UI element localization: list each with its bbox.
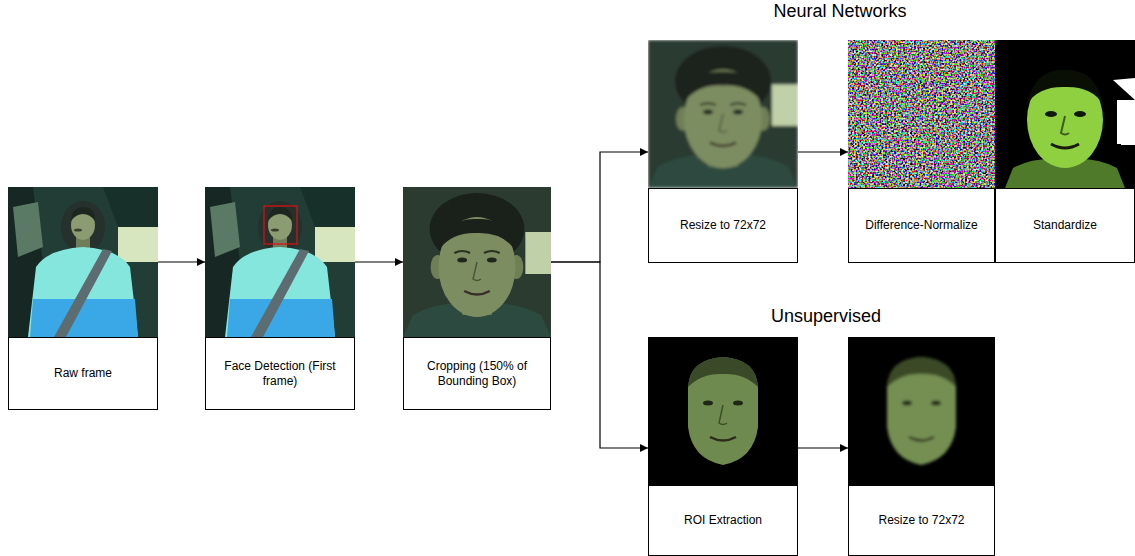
- step-label: ROI Extraction: [684, 513, 762, 528]
- raw-frame-image: [8, 187, 158, 337]
- standardized-ground: [995, 40, 1135, 188]
- caption-box: Raw frame: [8, 337, 158, 410]
- step-label: Cropping (150% of Bounding Box): [412, 359, 542, 389]
- mouth: [909, 437, 934, 441]
- mouth: [1051, 144, 1079, 148]
- roi-hair: [887, 357, 956, 387]
- caption-box: ROI Extraction: [648, 485, 798, 556]
- flow-arrow: [551, 152, 648, 262]
- flow-arrow: [355, 261, 403, 262]
- flow-arrow: [551, 262, 648, 448]
- mouth: [710, 437, 736, 441]
- pipeline-step: ROI Extraction: [648, 337, 798, 556]
- caption-box: Cropping (150% of Bounding Box): [403, 337, 551, 410]
- pipeline-step: Difference-Normalize: [848, 40, 995, 263]
- eye: [931, 401, 941, 406]
- resized-face: [648, 40, 798, 188]
- bright-patch: [1117, 100, 1135, 144]
- pipeline-step: Resize to 72x72: [848, 337, 995, 556]
- nose: [1061, 116, 1069, 135]
- caption-box: Face Detection (First frame): [205, 337, 355, 410]
- pipeline-step: Face Detection (First frame): [205, 187, 355, 410]
- caption-box: Standardize: [995, 188, 1135, 263]
- detection-image: [205, 187, 355, 337]
- hair: [1027, 70, 1103, 104]
- pipeline-step: Resize to 72x72: [648, 40, 798, 263]
- standardized-image: [995, 40, 1135, 188]
- nose: [719, 405, 727, 425]
- step-label: Face Detection (First frame): [214, 359, 346, 389]
- noise-ground: [848, 40, 995, 188]
- flow-arrow: [158, 261, 205, 262]
- resized-image: [648, 40, 798, 188]
- cropped-face: [403, 187, 551, 337]
- face-closeup: [403, 187, 551, 337]
- roi-resized-image: [848, 337, 995, 485]
- pipeline-step: Standardize: [995, 40, 1135, 263]
- bright-patch: [1113, 78, 1135, 145]
- pipeline-step: Raw frame: [8, 187, 158, 410]
- roi-ground: [848, 337, 995, 485]
- eye: [1045, 111, 1057, 117]
- step-label: Raw frame: [54, 366, 112, 381]
- eye: [733, 401, 743, 406]
- face-closeup: [648, 40, 798, 188]
- eye: [703, 401, 713, 406]
- caption-box: Difference-Normalize: [848, 188, 995, 263]
- flow-arrow: [798, 447, 848, 448]
- bounding-box: [264, 206, 297, 244]
- caption-box: Resize to 72x72: [848, 485, 995, 556]
- eye: [1074, 111, 1086, 117]
- roi-face: [688, 357, 758, 465]
- step-label: Standardize: [1033, 218, 1097, 233]
- difference-noise: [848, 40, 995, 188]
- step-label: Difference-Normalize: [865, 218, 977, 233]
- roi-ground: [648, 337, 798, 485]
- roi-hair: [688, 357, 758, 387]
- eye: [902, 401, 912, 406]
- pipeline-step: Cropping (150% of Bounding Box): [403, 187, 551, 410]
- car-scene: [205, 187, 355, 337]
- blurred-face: [648, 40, 798, 188]
- step-label: Resize to 72x72: [680, 218, 766, 233]
- car-scene: [8, 187, 158, 337]
- section-title: Unsupervised: [771, 306, 881, 327]
- cropped-image: [403, 187, 551, 337]
- roi-face: [887, 357, 956, 465]
- roi-image: [648, 337, 798, 485]
- caption-box: Resize to 72x72: [648, 188, 798, 263]
- step-label: Resize to 72x72: [878, 513, 964, 528]
- roi-blurred: [887, 357, 956, 465]
- section-title: Neural Networks: [773, 1, 906, 22]
- flow-arrow: [798, 151, 848, 152]
